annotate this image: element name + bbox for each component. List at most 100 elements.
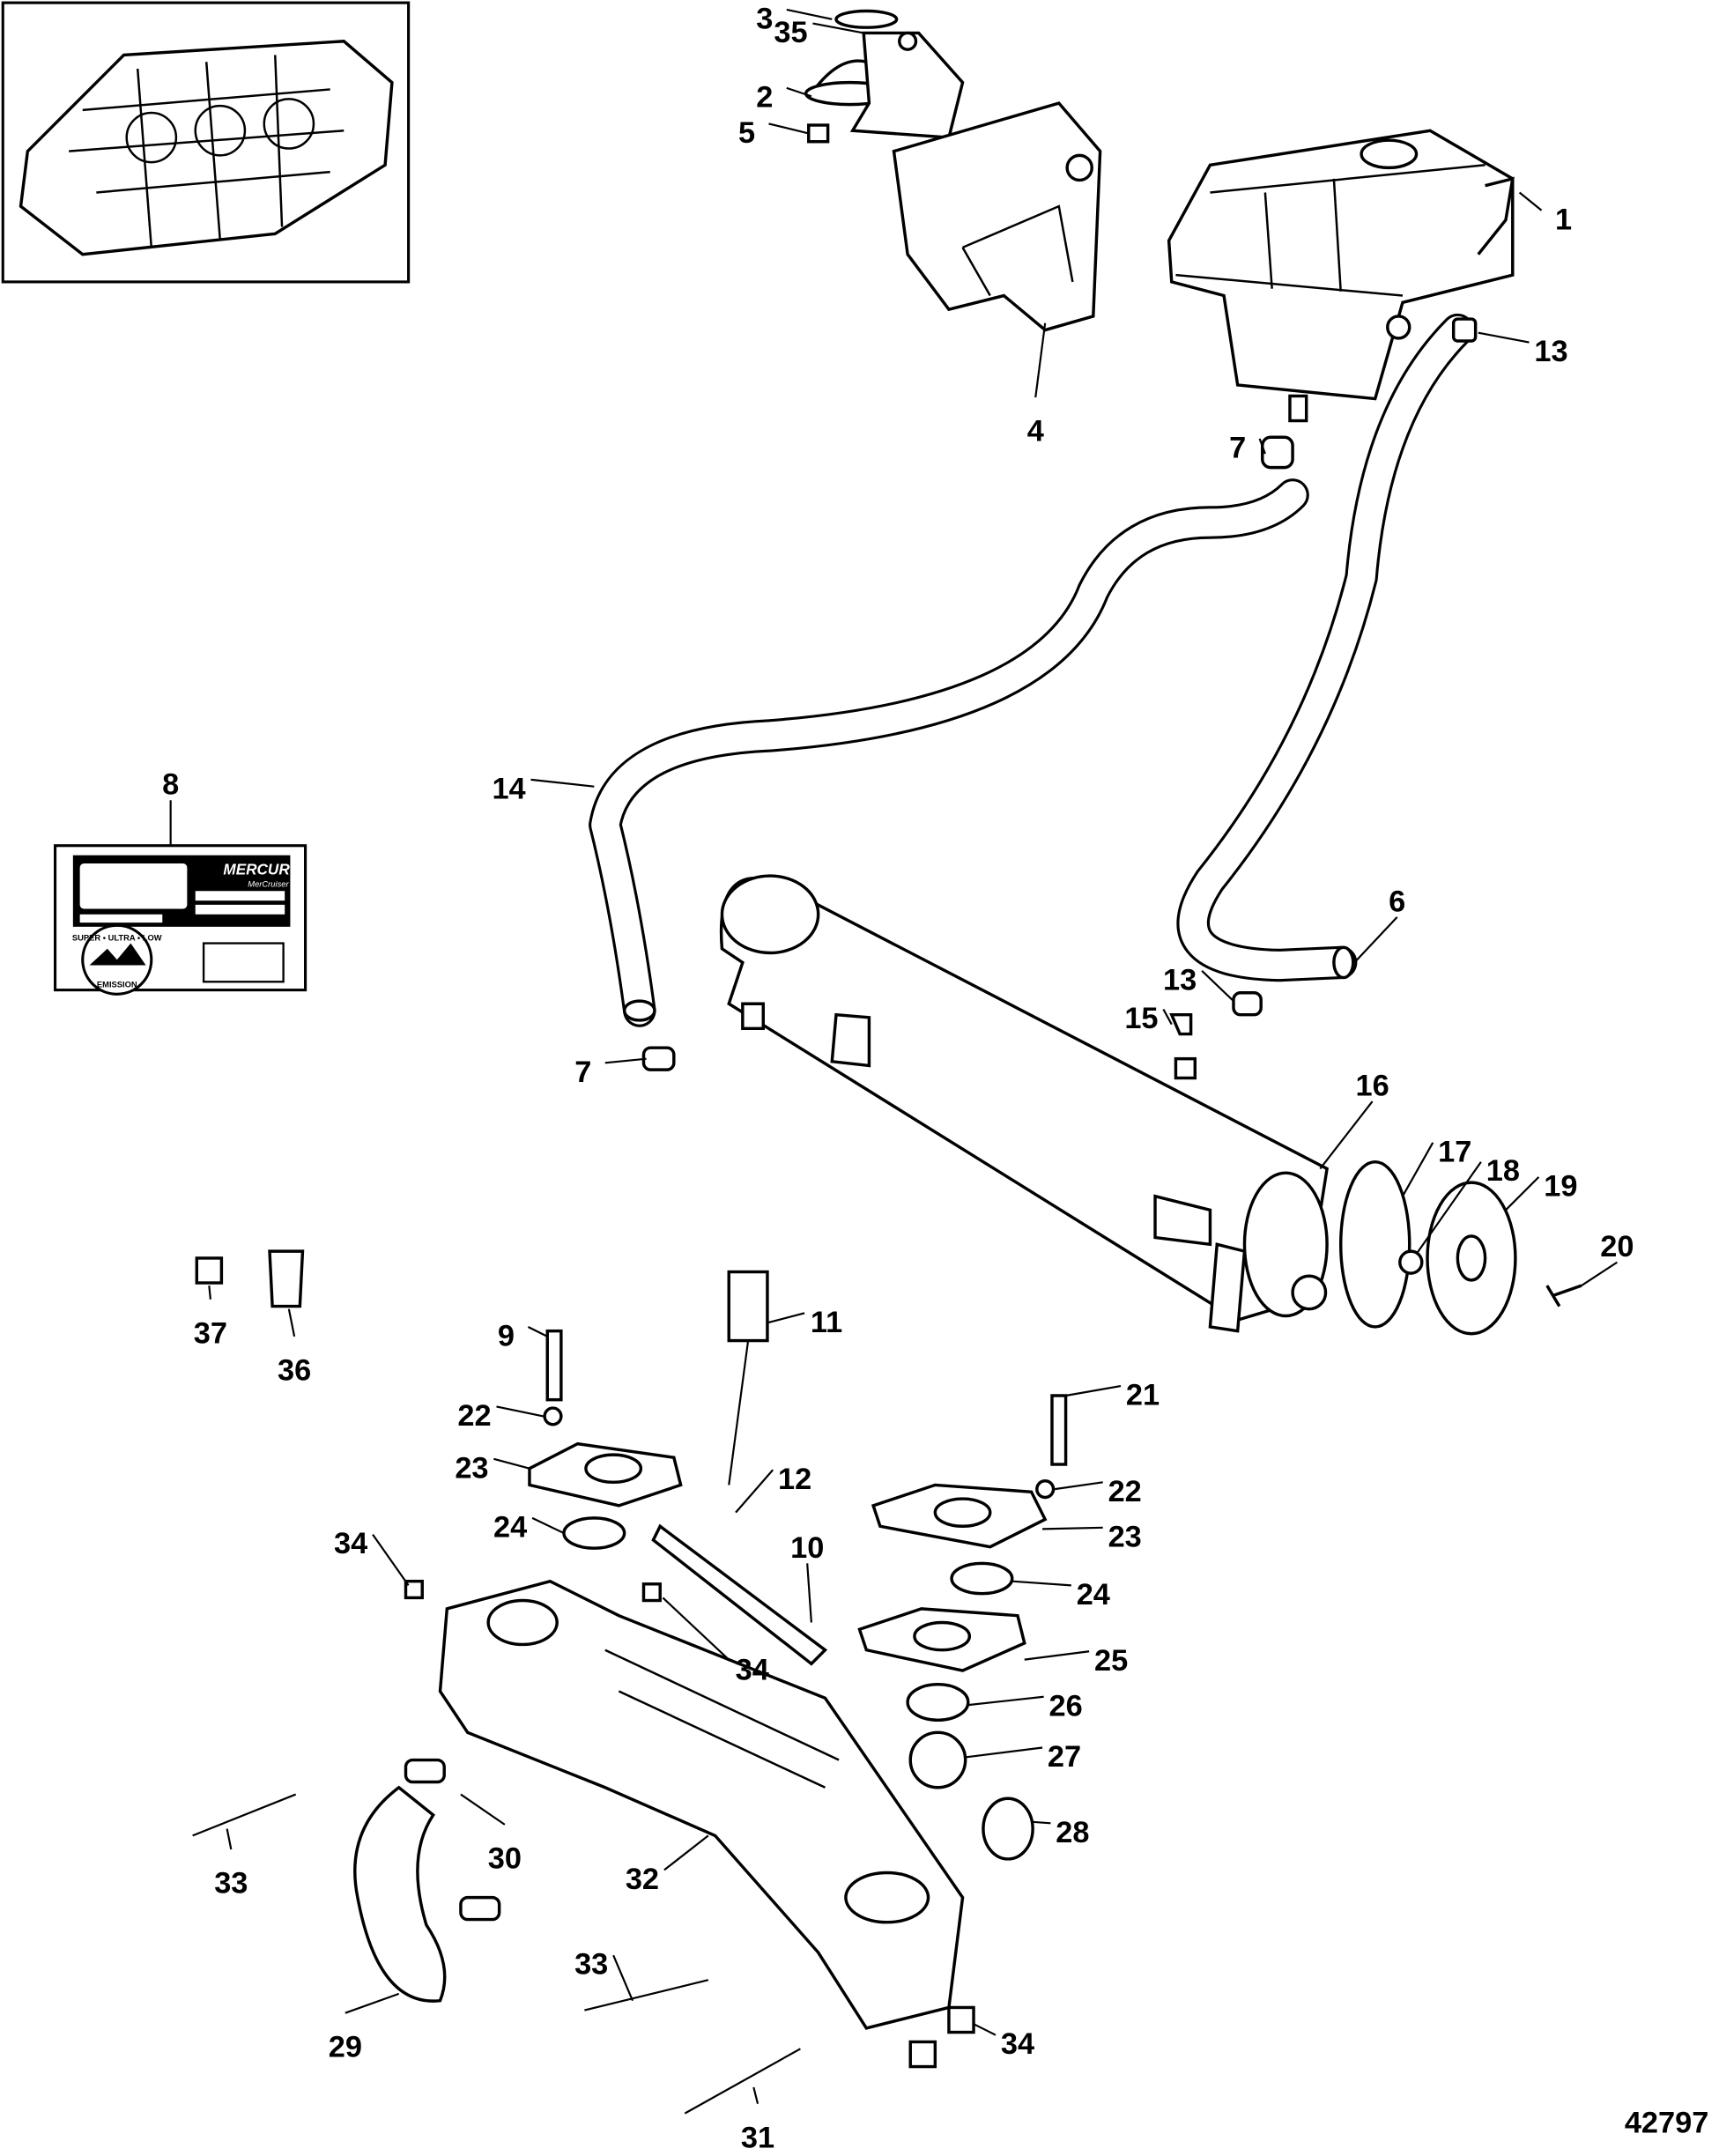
callout-28: 28 (1033, 1816, 1089, 1849)
callout-label: 28 (1056, 1816, 1089, 1849)
callout-label: 30 (488, 1842, 522, 1876)
callout-27: 27 (965, 1740, 1081, 1774)
callout-label: 35 (774, 16, 807, 49)
callout-15: 15 (1124, 1002, 1173, 1035)
callout-label: 34 (736, 1654, 769, 1687)
callout-9: 9 (498, 1320, 548, 1353)
decal-brand: MERCURY (223, 861, 300, 878)
callout-label: 23 (1108, 1520, 1142, 1553)
callout-label: 22 (1108, 1475, 1142, 1508)
leader-line (973, 2023, 997, 2036)
callout-4: 4 (1027, 322, 1047, 448)
callout-7: 7 (1229, 431, 1266, 464)
leader-line (1353, 916, 1398, 964)
heat-exchanger-16 (719, 874, 1582, 1336)
callout-13: 13 (1163, 963, 1234, 1002)
callout-label: 18 (1486, 1154, 1520, 1188)
callout-label: 27 (1048, 1740, 1081, 1774)
callout-label: 24 (493, 1510, 527, 1544)
callout-label: 25 (1094, 1644, 1128, 1678)
decal-8: MERCURY MerCruiser SUPER • ULTRA • LOW E… (53, 844, 307, 996)
callout-11: 11 (767, 1306, 842, 1339)
callout-26: 26 (967, 1689, 1083, 1723)
callout-22: 22 (457, 1399, 544, 1433)
leader-line (604, 1057, 647, 1064)
leader-line (812, 22, 864, 34)
callout-14: 14 (492, 772, 595, 805)
callout-33: 33 (574, 1948, 634, 2002)
leader-line (1054, 1481, 1103, 1491)
callout-label: 13 (1163, 963, 1197, 997)
leader-line (612, 1954, 634, 2002)
callout-18: 18 (1415, 1154, 1520, 1255)
leader-line (493, 1457, 530, 1470)
leader-line (1042, 1526, 1103, 1530)
leader-line (752, 2086, 759, 2104)
callout-13: 13 (1478, 331, 1568, 368)
leader-line (1505, 1176, 1540, 1211)
leader-line (287, 1308, 296, 1337)
callout-label: 7 (574, 1056, 591, 1089)
callout-34: 34 (973, 2023, 1034, 2061)
leader-line (1033, 1820, 1051, 1825)
callout-5: 5 (738, 116, 810, 150)
leader-line (496, 1405, 544, 1418)
callout-label: 12 (778, 1463, 811, 1496)
leader-line (767, 1312, 805, 1324)
callout-label: 10 (790, 1531, 824, 1565)
callout-label: 15 (1124, 1002, 1158, 1035)
leader-line (1162, 1008, 1173, 1026)
decal-sub-brand: MerCruiser (248, 880, 289, 889)
callout-7: 7 (574, 1056, 647, 1089)
callout-34: 34 (334, 1527, 410, 1586)
callout-label: 34 (1001, 2027, 1034, 2061)
leader-line (1065, 1384, 1122, 1397)
callout-23: 23 (1042, 1520, 1142, 1553)
callout-10: 10 (790, 1531, 824, 1623)
callout-16: 16 (1319, 1069, 1389, 1170)
callout-label: 19 (1544, 1169, 1577, 1203)
leader-line (1319, 1100, 1374, 1170)
leader-line (965, 1746, 1043, 1759)
callout-23: 23 (455, 1451, 530, 1485)
leader-line (1401, 1142, 1434, 1197)
callout-24: 24 (493, 1510, 565, 1544)
callout-label: 20 (1600, 1230, 1634, 1263)
leader-line (1034, 322, 1047, 398)
callout-32: 32 (626, 1834, 709, 1896)
callout-label: 7 (1229, 431, 1246, 464)
water-manifold-32 (353, 1579, 965, 2030)
callout-22: 22 (1054, 1475, 1142, 1508)
callout-31: 31 (741, 2086, 774, 2154)
callout-label: 8 (162, 768, 179, 802)
decal-emission-arc: SUPER • ULTRA • LOW (72, 933, 162, 942)
hose-14 (589, 435, 1309, 1071)
callout-1: 1 (1518, 191, 1572, 236)
callout-17: 17 (1401, 1135, 1471, 1197)
figure-number: 42797 (1625, 2106, 1708, 2139)
callout-34: 34 (662, 1597, 769, 1687)
leader-line (967, 1695, 1044, 1707)
callout-3: 3 (756, 2, 833, 35)
callout-label: 24 (1077, 1578, 1110, 1611)
leader-line (345, 1992, 400, 2014)
callout-label: 2 (756, 80, 773, 114)
callout-label: 5 (738, 116, 755, 150)
decal-emission-bottom: EMISSION (97, 981, 137, 989)
leader-line (1024, 1650, 1090, 1661)
leader-line (735, 1469, 774, 1514)
callout-21: 21 (1065, 1379, 1160, 1412)
callout-35: 35 (774, 16, 864, 49)
leader-line (1581, 1261, 1618, 1287)
callout-label: 29 (329, 2030, 362, 2063)
hose-6 (1169, 313, 1478, 1036)
callout-label: 6 (1389, 885, 1405, 918)
callout-36: 36 (278, 1308, 311, 1388)
callout-19: 19 (1505, 1169, 1577, 1211)
leader-line (531, 1516, 565, 1535)
callout-label: 16 (1356, 1069, 1389, 1102)
callout-label: 11 (811, 1306, 842, 1339)
callout-37: 37 (194, 1285, 227, 1350)
